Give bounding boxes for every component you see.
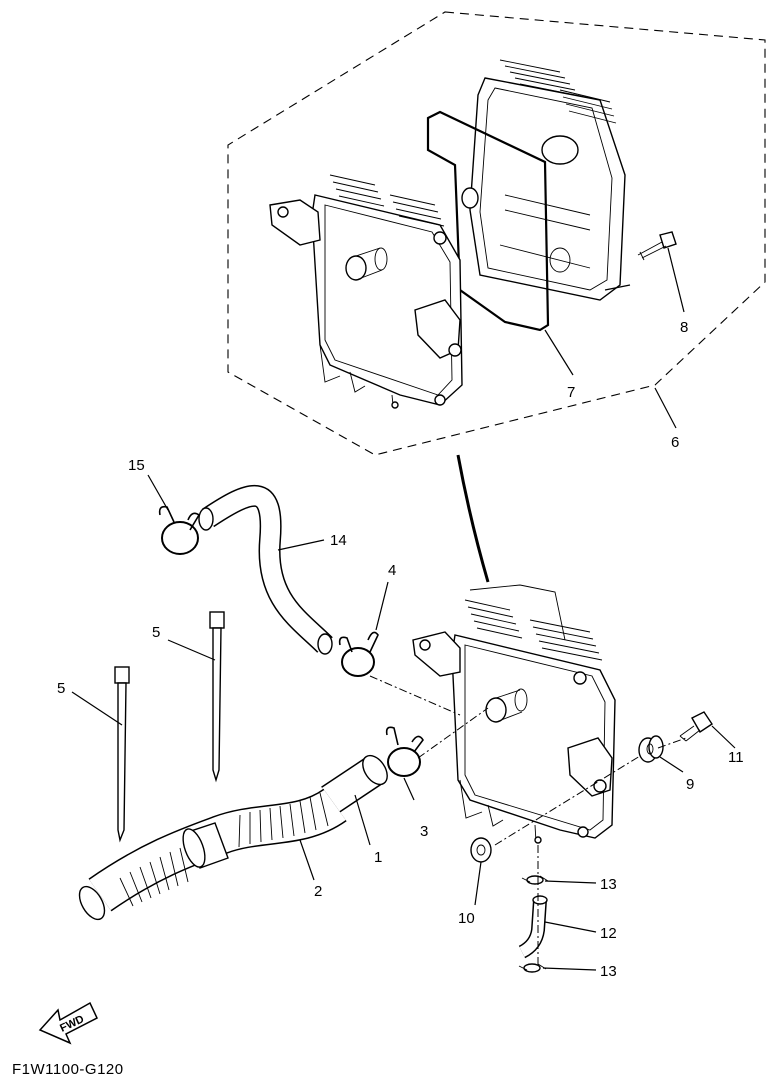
rear-cover	[461, 59, 626, 301]
callout-4: 4	[388, 562, 396, 579]
clip-13-upper	[521, 875, 549, 885]
grommet-9	[638, 735, 664, 763]
callouts: 15 14 4 5 5 3 1 2 10 9 11 13 12 13 8 7 6	[57, 319, 744, 980]
front-cover	[269, 174, 463, 409]
alignment-lines	[369, 675, 687, 965]
callout-13-lower: 13	[600, 963, 617, 980]
callout-5-right: 5	[152, 624, 160, 641]
assembly-link-line	[456, 454, 490, 583]
clip-3	[385, 726, 424, 777]
cable-tie-left	[114, 666, 130, 843]
hose-1	[321, 754, 388, 814]
small-hose-12	[518, 895, 548, 959]
hose-14	[198, 485, 333, 655]
callout-14: 14	[330, 532, 347, 549]
callout-8: 8	[680, 319, 688, 336]
collar-10	[470, 837, 492, 863]
assembly-boundary	[227, 11, 766, 456]
callout-11: 11	[728, 749, 744, 766]
forward-arrow: FWD	[38, 1001, 98, 1045]
callout-13-upper: 13	[600, 876, 617, 893]
bolt-11	[679, 711, 713, 742]
bolt-8	[637, 231, 677, 261]
drawing-code: F1W1100-G120	[12, 1061, 124, 1078]
cable-tie-right	[209, 611, 225, 783]
callout-2: 2	[314, 883, 322, 900]
callout-9: 9	[686, 776, 694, 793]
assembled-cover	[412, 584, 616, 844]
gasket	[426, 110, 550, 332]
clip-4	[338, 631, 379, 677]
callout-15: 15	[128, 457, 145, 474]
callout-1: 1	[374, 849, 382, 866]
callout-3: 3	[420, 823, 428, 840]
corrugated-hose-2	[78, 788, 347, 921]
clip-13-lower	[518, 963, 547, 973]
leader-lines	[71, 474, 736, 971]
clip-15	[158, 505, 201, 555]
callout-12: 12	[600, 925, 617, 942]
callout-7: 7	[567, 384, 575, 401]
callout-6: 6	[671, 434, 679, 451]
callout-10: 10	[458, 910, 475, 927]
callout-5-left: 5	[57, 680, 65, 697]
